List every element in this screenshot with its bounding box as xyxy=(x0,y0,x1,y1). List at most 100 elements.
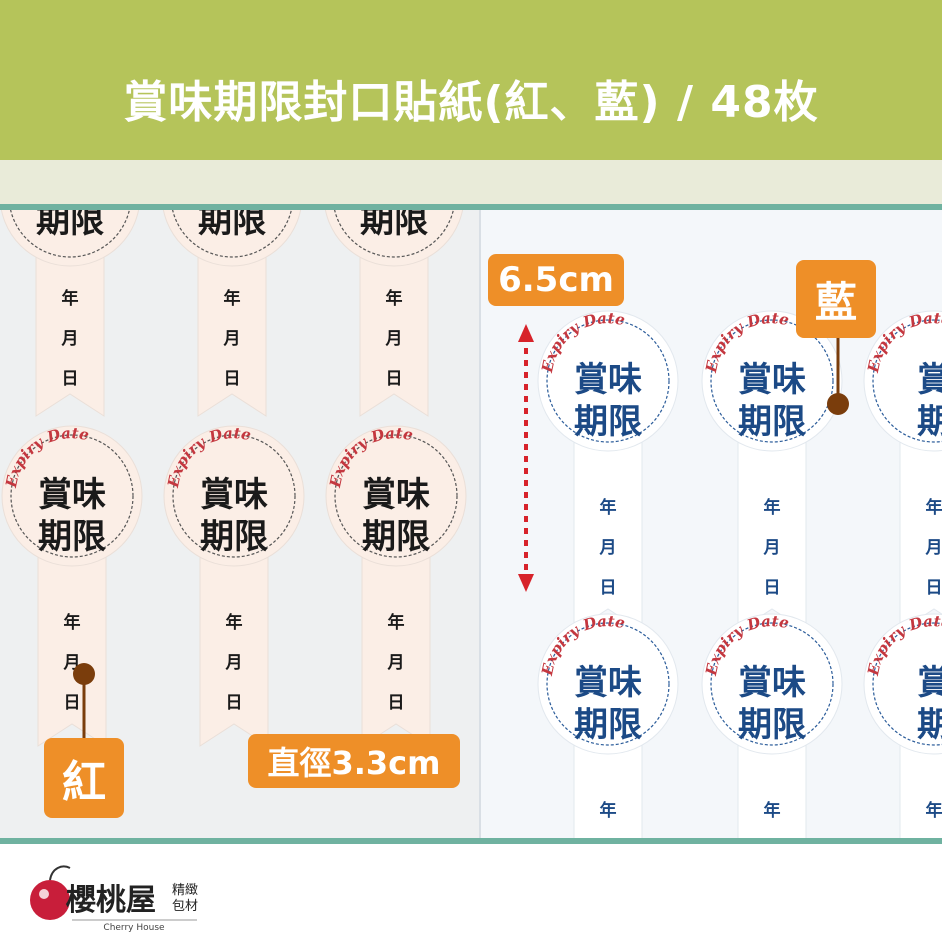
sticker-month: 月 xyxy=(925,538,942,558)
sticker-day: 日 xyxy=(64,693,81,713)
sticker-dashed-ring xyxy=(10,434,134,558)
sticker-head xyxy=(537,310,679,452)
sticker-dashed-ring xyxy=(546,622,670,746)
sticker-tail xyxy=(37,535,107,747)
sticker-head xyxy=(863,613,942,755)
sticker-line-2: 期限 xyxy=(200,517,268,557)
sticker-line-1: 賞 xyxy=(917,663,942,703)
sticker-year: 年 xyxy=(764,497,781,518)
sticker-year: 年 xyxy=(64,612,81,633)
footer xyxy=(0,844,942,942)
header-band xyxy=(0,160,942,206)
header-banner xyxy=(0,0,942,160)
sticker-line-2: 期限 xyxy=(574,402,642,442)
brand-sub1: 精緻 xyxy=(172,883,198,898)
blue-sticker: Expiry Date賞期年月日 xyxy=(863,612,942,838)
sticker-line-2: 期 xyxy=(917,402,942,442)
sticker-month: 月 xyxy=(225,653,243,673)
sticker-line-2: 期限 xyxy=(38,517,106,557)
sticker-dashed-ring xyxy=(710,622,834,746)
diameter-callout: 直徑3.3cm xyxy=(248,734,460,788)
photo-bottom-rule xyxy=(0,838,942,844)
sticker-day: 日 xyxy=(224,369,241,389)
sticker-tail xyxy=(573,420,643,632)
sticker-head xyxy=(863,310,942,452)
sticker-head xyxy=(162,206,302,267)
sticker-dashed-ring xyxy=(333,206,455,258)
sticker-line-2: 期限 xyxy=(738,705,806,745)
sticker-line-1: 賞味 xyxy=(362,475,430,515)
sticker-head xyxy=(163,425,305,567)
sticker-head xyxy=(325,425,467,567)
sticker-head xyxy=(701,310,843,452)
sticker-month: 月 xyxy=(387,653,405,673)
sticker-year: 年 xyxy=(62,288,79,309)
sticker-tail xyxy=(199,535,269,747)
sticker-line-2: 期限 xyxy=(362,517,430,557)
sticker-head xyxy=(0,206,140,267)
height-dimension-arrow xyxy=(518,324,534,592)
sticker-year: 年 xyxy=(600,800,617,821)
sticker-tail xyxy=(361,535,431,747)
sticker-year: 年 xyxy=(926,497,942,518)
sticker-dashed-ring xyxy=(710,319,834,443)
sticker-year: 年 xyxy=(386,288,403,309)
sticker-year: 年 xyxy=(226,612,243,633)
brand-sub2: 包材 xyxy=(172,899,198,914)
sticker-dashed-ring xyxy=(9,206,131,258)
page-title: 賞味期限封口貼紙(紅、藍) / 48枚 xyxy=(123,77,819,128)
sticker-line-2: 期限 xyxy=(360,206,428,241)
sticker-day: 日 xyxy=(926,578,942,598)
sticker-month: 月 xyxy=(385,329,403,349)
sticker-year: 年 xyxy=(600,497,617,518)
sticker-dashed-ring xyxy=(872,622,942,746)
sticker-day: 日 xyxy=(600,578,617,598)
sticker-day: 日 xyxy=(764,578,781,598)
blue-color-callout: 藍 xyxy=(796,260,876,338)
brand-name: 櫻桃屋 xyxy=(65,883,156,918)
sticker-head xyxy=(324,206,464,267)
brand-logo: 櫻桃屋 精緻 包材 Cherry House xyxy=(22,858,222,933)
sticker-line-1: 賞味 xyxy=(200,475,268,515)
sticker-year: 年 xyxy=(764,800,781,821)
sticker-dashed-ring xyxy=(171,206,293,258)
cherry-logo-icon xyxy=(30,880,70,920)
sticker-dashed-ring xyxy=(172,434,296,558)
sticker-day: 日 xyxy=(62,369,79,389)
sticker-month: 月 xyxy=(61,329,79,349)
sticker-line-1: 賞味 xyxy=(738,360,806,400)
sticker-line-2: 期限 xyxy=(574,705,642,745)
red-callout-pointer xyxy=(73,663,95,746)
sticker-day: 日 xyxy=(226,693,243,713)
sticker-day: 日 xyxy=(386,369,403,389)
sticker-line-2: 期限 xyxy=(36,206,104,241)
sticker-tail xyxy=(899,420,942,632)
brand-english: Cherry House xyxy=(103,923,165,932)
red-color-callout: 紅 xyxy=(44,738,124,818)
sticker-day: 日 xyxy=(388,693,405,713)
sticker-head xyxy=(701,613,843,755)
sticker-line-1: 賞 xyxy=(917,360,942,400)
sticker-head xyxy=(537,613,679,755)
sticker-dashed-ring xyxy=(872,319,942,443)
blue-sticker: Expiry Date賞期年月日 xyxy=(863,309,942,632)
sticker-month: 月 xyxy=(763,538,781,558)
sticker-dashed-ring xyxy=(334,434,458,558)
sticker-tail xyxy=(737,420,807,632)
blue-callout-pointer xyxy=(827,336,849,415)
sticker-line-1: 賞味 xyxy=(738,663,806,703)
sticker-month: 月 xyxy=(223,329,241,349)
sticker-year: 年 xyxy=(224,288,241,309)
photo-top-rule xyxy=(0,204,942,210)
sticker-line-1: 賞味 xyxy=(574,663,642,703)
height-callout: 6.5cm xyxy=(488,254,624,306)
